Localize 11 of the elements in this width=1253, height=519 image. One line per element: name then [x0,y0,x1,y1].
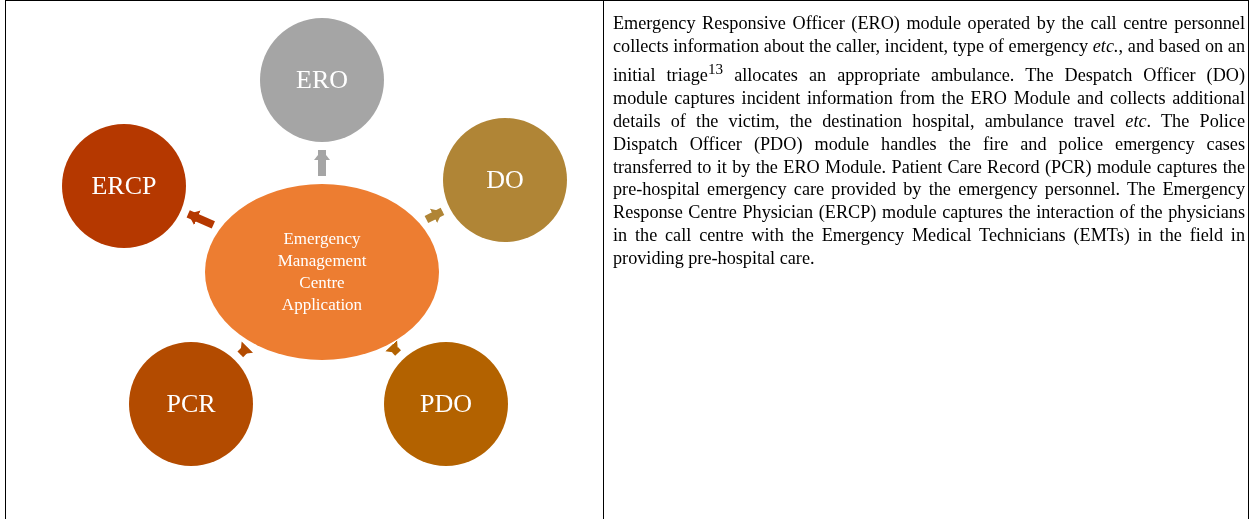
description-paragraph: Emergency Responsive Officer (ERO) module operated by the call centre personnel collects information about the caller, incident, type of emergency etc., and based on an initial triage$^{13}$ allocates an appropriate ambulance. The Despatch Officer (DO) module captures incident information from the ERO Module and collects additional details of the victim, the destination hospital, ambulance travel etc. The Police Dispatch Officer (PDO) module handles the fire and police emergency cases transferred to it by the ERO Module. Patient Care Record (PCR) module captures the pre-hospital emergency care provided by the emergency personnel. The Emergency Response Centre Physician (ERCP) module captures the interaction of the physicians in the call centre with the Emergency Medical Technicians (EMTs) in the field in providing pre-hospital care. [613,12,1245,271]
centre-label: Emergency Management Centre Application [276,227,368,317]
arrow [237,341,254,358]
module-label: DO [486,164,524,197]
module-label: PCR [166,388,216,421]
module-label: ERO [296,64,348,97]
arrow [385,340,401,356]
arrow [424,207,445,224]
module-label: ERCP [91,170,157,203]
arrow [186,210,215,229]
module-label: PDO [420,388,472,421]
